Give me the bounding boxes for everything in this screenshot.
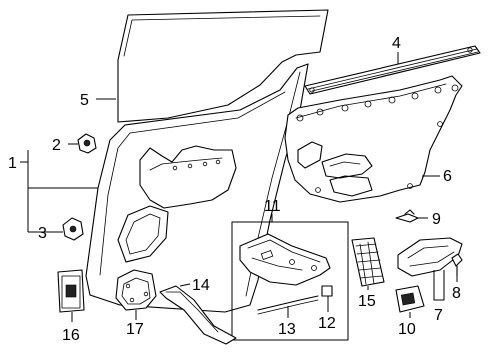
callout-9: 9 <box>432 211 441 228</box>
part-14-trim-strip <box>159 285 237 345</box>
part-6-door-carrier <box>284 75 463 203</box>
callout-labels: 1 2 3 4 5 6 7 8 9 10 11 12 13 14 15 16 1… <box>8 35 461 344</box>
part-4-belt-weatherstrip <box>304 45 481 95</box>
callout-15: 15 <box>358 293 376 310</box>
part-11-group-box <box>231 221 349 341</box>
callout-11: 11 <box>264 198 281 215</box>
callout-17: 17 <box>126 321 144 338</box>
callout-8: 8 <box>452 285 461 302</box>
part-15-speaker-grille <box>351 237 385 287</box>
part-16-switch <box>57 269 85 313</box>
part-8-screw <box>451 253 463 277</box>
part-2-clip <box>77 133 97 154</box>
part-10-switch <box>395 285 425 313</box>
callout-3: 3 <box>38 225 47 242</box>
callout-4: 4 <box>392 35 401 52</box>
callout-5: 5 <box>80 92 89 109</box>
callout-14: 14 <box>192 277 210 294</box>
leader-lines <box>20 52 458 322</box>
callout-2: 2 <box>52 137 61 154</box>
callout-12: 12 <box>318 315 336 332</box>
callout-13: 13 <box>278 321 296 338</box>
part-9-clip <box>395 209 419 223</box>
part-3-clip <box>62 217 84 241</box>
callout-7: 7 <box>434 307 443 324</box>
callout-1: 1 <box>8 155 17 172</box>
callout-6: 6 <box>443 168 452 185</box>
part-7-pull-handle <box>397 237 463 277</box>
part-17-bracket <box>115 269 157 311</box>
part-5-upper-trim <box>117 9 329 123</box>
callout-10: 10 <box>398 321 416 338</box>
callout-16: 16 <box>62 327 80 344</box>
